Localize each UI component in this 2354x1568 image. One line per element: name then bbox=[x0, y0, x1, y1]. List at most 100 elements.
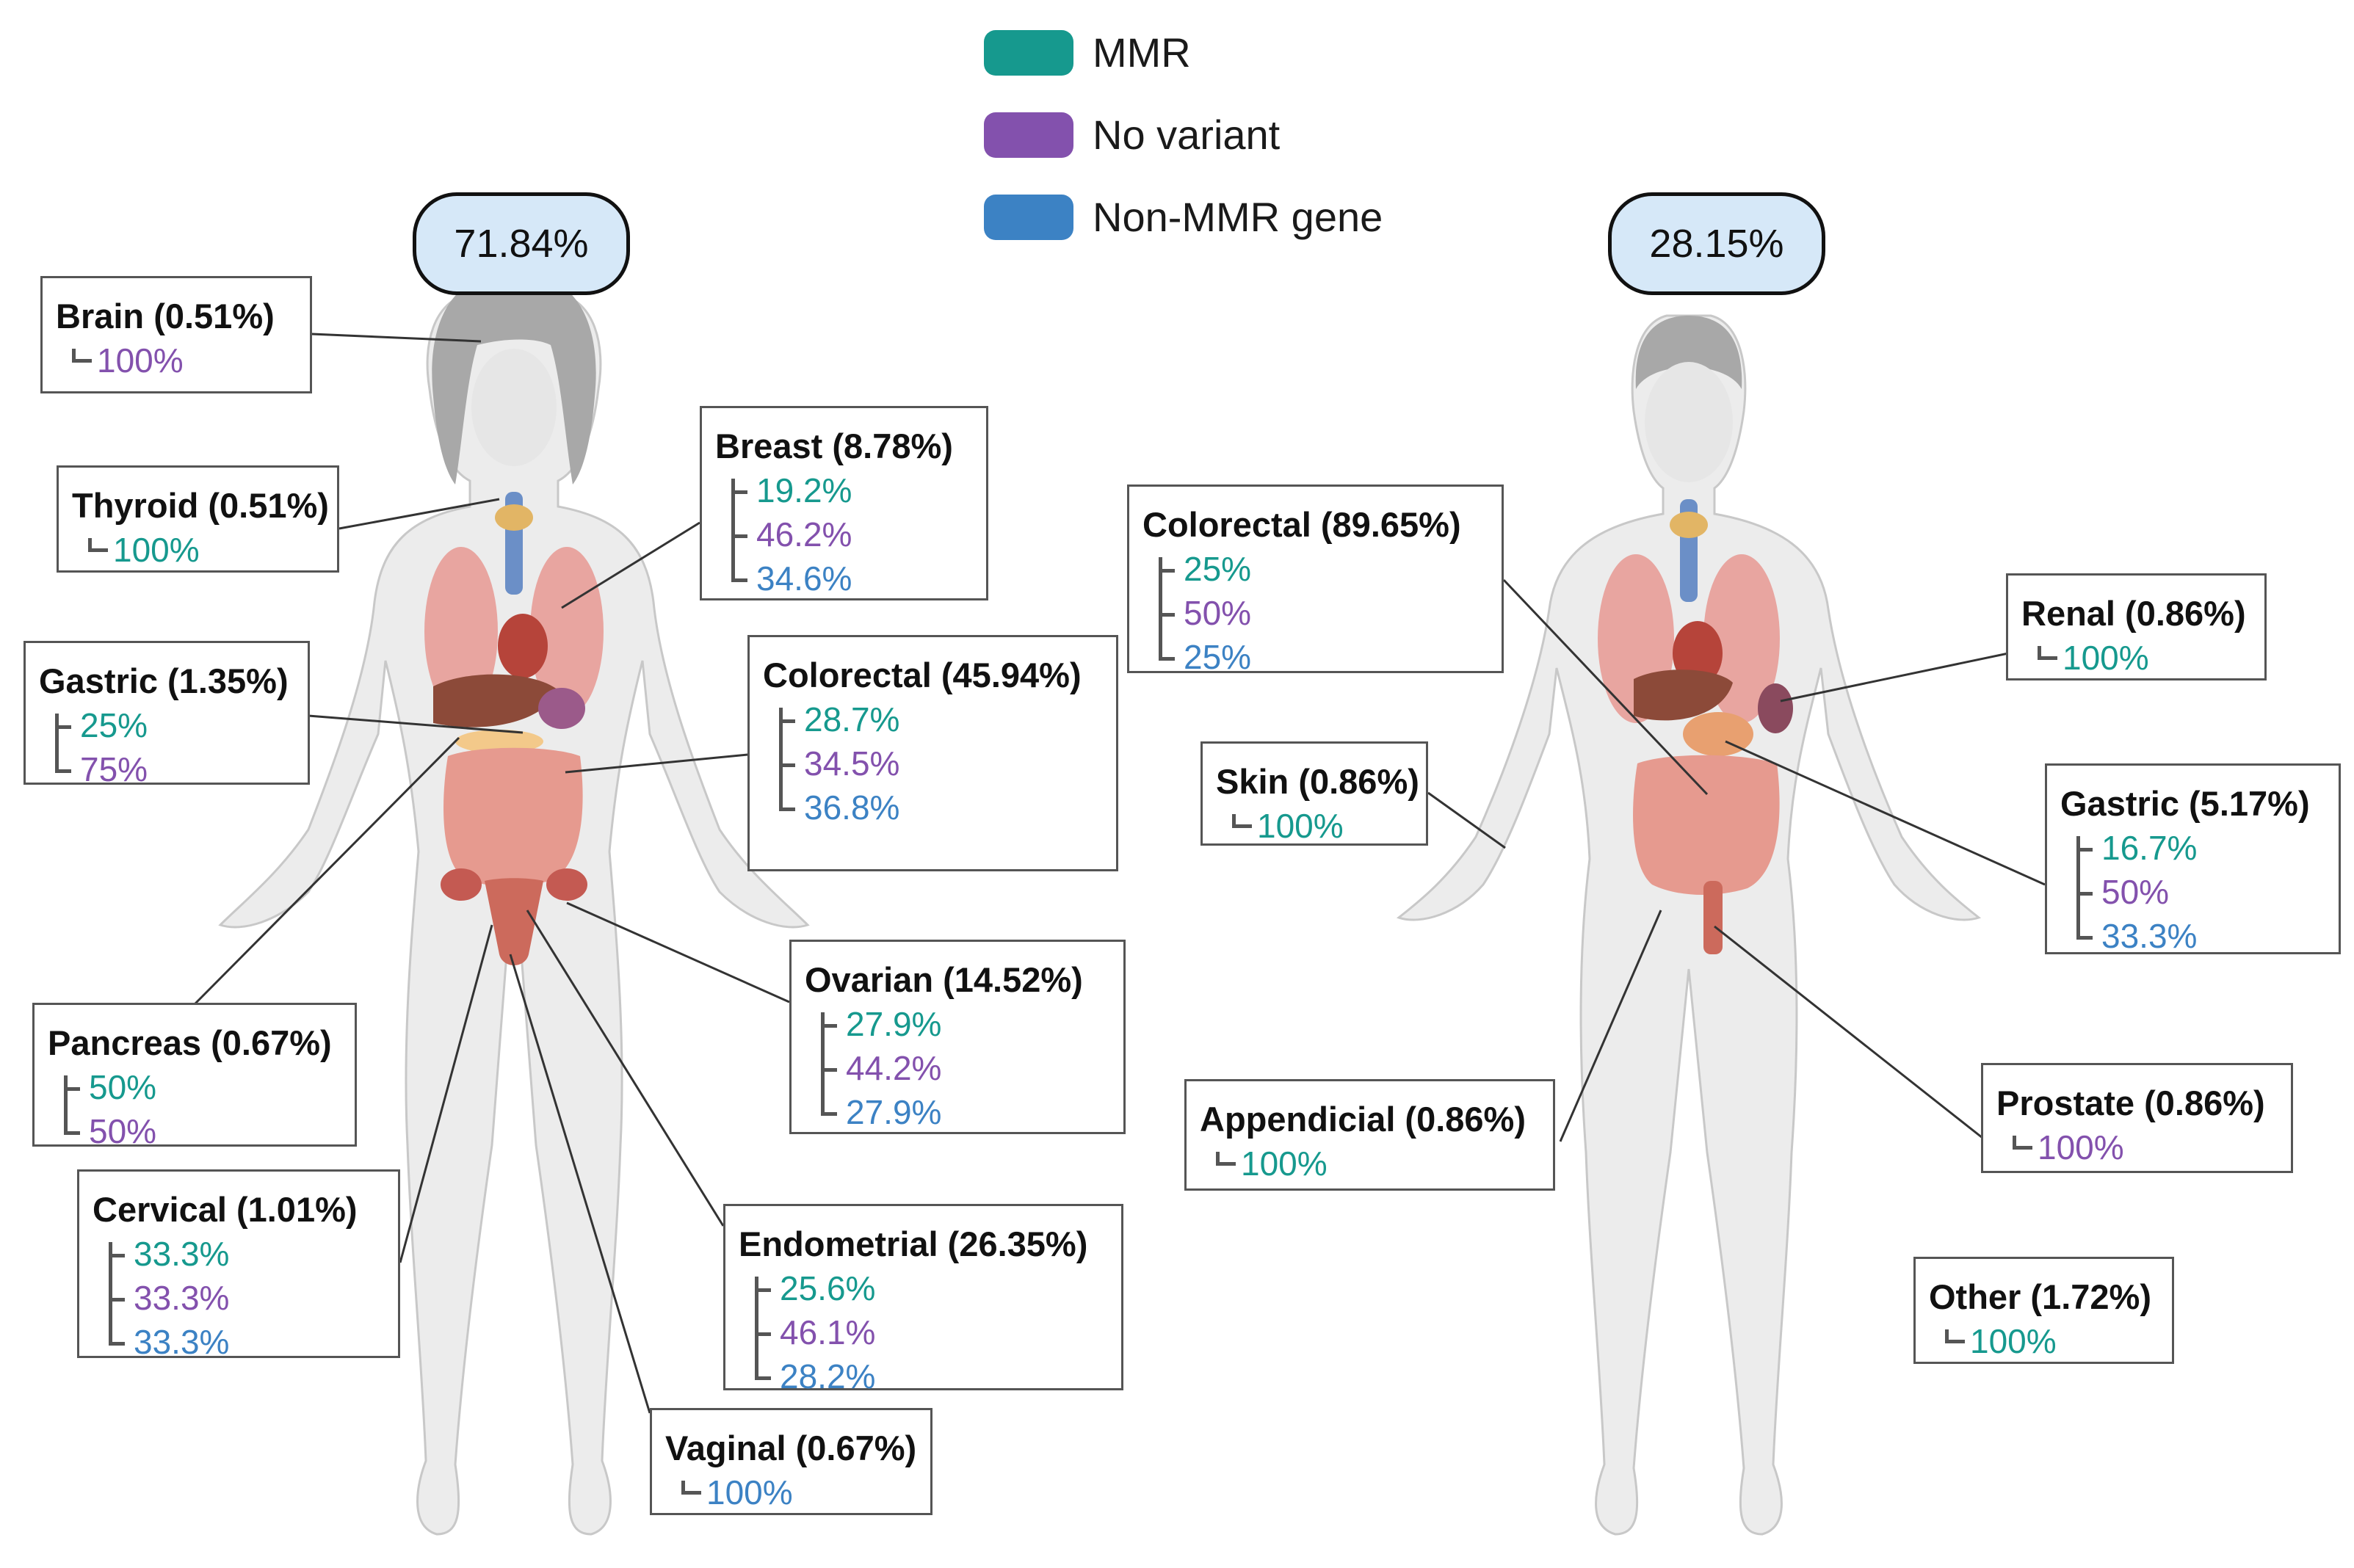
site-value-mmr: 16.7% bbox=[2101, 829, 2198, 867]
female-pancreas-box: Pancreas (0.67%)50%50% bbox=[32, 1003, 357, 1150]
bracket-line bbox=[821, 1012, 838, 1112]
site-values: 19.2%46.2%34.6% bbox=[731, 468, 979, 600]
male-face bbox=[1645, 362, 1733, 482]
bracket-tick bbox=[731, 534, 747, 538]
legend-label-no-variant: No variant bbox=[1093, 112, 1281, 158]
male-appendicial-box: Appendicial (0.86%) 100% bbox=[1184, 1079, 1555, 1191]
bracket-tick bbox=[681, 1481, 701, 1495]
site-values: 27.9%44.2%27.9% bbox=[821, 1002, 1116, 1134]
bracket-tick bbox=[755, 1376, 771, 1380]
bracket-tick bbox=[821, 1024, 837, 1028]
legend-item-non-mmr: Non-MMR gene bbox=[984, 193, 1383, 241]
site-value-no-variant: 100% bbox=[2038, 1128, 2124, 1166]
site-value-mmr: 28.7% bbox=[804, 700, 900, 738]
male-hair bbox=[1635, 316, 1742, 389]
leader-line-female-vaginal bbox=[509, 954, 651, 1414]
male-body-figure bbox=[1396, 314, 1982, 1536]
legend-swatch-non-mmr bbox=[984, 194, 1073, 240]
bracket-tick bbox=[731, 578, 747, 582]
legend-swatch-mmr bbox=[984, 29, 1073, 76]
bracket-tick bbox=[109, 1298, 125, 1302]
male-other-box: Other (1.72%)100% bbox=[1913, 1257, 2174, 1364]
female-gastric-box: Gastric (1.35%)25%75% bbox=[23, 641, 310, 788]
bracket-line bbox=[755, 1277, 772, 1376]
female-thyroid bbox=[495, 504, 533, 531]
site-title: Ovarian (14.52%) bbox=[805, 960, 1083, 999]
site-value-mmr: 100% bbox=[1970, 1322, 2057, 1360]
site-title: Appendicial (0.86%) bbox=[1200, 1100, 1526, 1139]
site-value-no-variant: 46.1% bbox=[780, 1313, 876, 1351]
leader-line-male-renal bbox=[1780, 652, 2009, 703]
bracket-tick bbox=[1159, 657, 1175, 661]
male-rectum bbox=[1703, 881, 1723, 954]
bracket-tick bbox=[821, 1068, 837, 1072]
female-right-lung bbox=[530, 547, 604, 716]
site-value-non-mmr: 33.3% bbox=[2101, 917, 2198, 955]
site-value-mmr: 25.6% bbox=[780, 1269, 876, 1307]
leader-line-female-thyroid bbox=[338, 498, 500, 530]
site-values: 100% bbox=[1945, 1319, 2165, 1363]
site-title: Skin (0.86%) bbox=[1216, 762, 1419, 801]
bracket-tick bbox=[755, 1332, 771, 1336]
bracket-line bbox=[2076, 836, 2093, 936]
site-values: 100% bbox=[1216, 1141, 1546, 1186]
male-intestines bbox=[1633, 755, 1780, 896]
site-value-no-variant: 50% bbox=[1184, 594, 1252, 632]
site-values: 25%75% bbox=[55, 703, 300, 791]
male-prostate-box: Prostate (0.86%)100% bbox=[1981, 1063, 2293, 1173]
site-value-no-variant: 44.2% bbox=[846, 1049, 942, 1087]
site-value-no-variant: 75% bbox=[80, 750, 148, 788]
female-hair bbox=[432, 272, 596, 484]
site-values: 50%50% bbox=[64, 1065, 347, 1153]
site-value-mmr: 100% bbox=[113, 531, 200, 569]
female-breast-box: Breast (8.78%)19.2%46.2%34.6% bbox=[700, 406, 988, 600]
site-title: Pancreas (0.67%) bbox=[48, 1023, 332, 1062]
site-values: 100% bbox=[681, 1470, 923, 1514]
leader-line-male-skin bbox=[1427, 791, 1506, 849]
bracket-tick bbox=[2076, 936, 2093, 940]
site-value-mmr: 33.3% bbox=[134, 1235, 230, 1273]
bracket-tick bbox=[731, 490, 747, 494]
site-title: Gastric (1.35%) bbox=[39, 661, 289, 700]
legend-item-no-variant: No variant bbox=[984, 111, 1280, 159]
site-value-mmr: 100% bbox=[1257, 807, 1344, 845]
site-title: Vaginal (0.67%) bbox=[665, 1429, 917, 1467]
site-value-mmr: 100% bbox=[1241, 1144, 1328, 1183]
site-values: 100% bbox=[1232, 804, 1419, 848]
bracket-tick bbox=[72, 349, 92, 363]
site-value-mmr: 50% bbox=[89, 1068, 157, 1106]
male-colorectal-box: Colorectal (89.65%)25%50%25% bbox=[1127, 484, 1504, 676]
legend-label-mmr: MMR bbox=[1093, 29, 1191, 76]
leader-line-male-gastric bbox=[1725, 740, 2046, 886]
site-values: 25.6%46.1%28.2% bbox=[755, 1266, 1114, 1398]
female-pancreas bbox=[455, 730, 543, 753]
male-thyroid bbox=[1670, 512, 1708, 538]
female-colorectal-box: Colorectal (45.94%)28.7%34.5%36.8% bbox=[747, 635, 1118, 871]
site-value-non-mmr: 100% bbox=[706, 1473, 793, 1511]
leader-line-female-breast bbox=[561, 521, 700, 609]
bracket-line bbox=[55, 714, 72, 769]
bracket-tick bbox=[755, 1288, 771, 1292]
female-cervical-box: Cervical (1.01%)33.3%33.3%33.3% bbox=[77, 1169, 400, 1361]
female-right-ovary bbox=[546, 868, 587, 901]
leader-line-female-colorectal bbox=[565, 753, 748, 774]
male-body-silhouette bbox=[1396, 314, 1982, 1536]
site-value-no-variant: 100% bbox=[97, 341, 184, 380]
leader-line-female-gastric bbox=[308, 714, 524, 734]
bracket-tick bbox=[88, 538, 108, 552]
leader-lines bbox=[193, 333, 2046, 1414]
bracket-tick bbox=[1159, 569, 1175, 573]
bracket-tick bbox=[2013, 1136, 2032, 1150]
female-brain-box: Brain (0.51%)100% bbox=[40, 276, 312, 393]
male-gastric-box: Gastric (5.17%)16.7%50%33.3% bbox=[2045, 763, 2341, 955]
leader-line-female-brain bbox=[311, 333, 482, 343]
site-value-non-mmr: 36.8% bbox=[804, 788, 900, 827]
site-value-no-variant: 50% bbox=[2101, 873, 2170, 911]
site-values: 25%50%25% bbox=[1159, 547, 1494, 679]
male-liver bbox=[1634, 669, 1733, 721]
male-heart bbox=[1673, 621, 1723, 686]
bracket-tick bbox=[2076, 848, 2093, 852]
site-value-non-mmr: 27.9% bbox=[846, 1093, 942, 1131]
site-value-no-variant: 33.3% bbox=[134, 1279, 230, 1317]
